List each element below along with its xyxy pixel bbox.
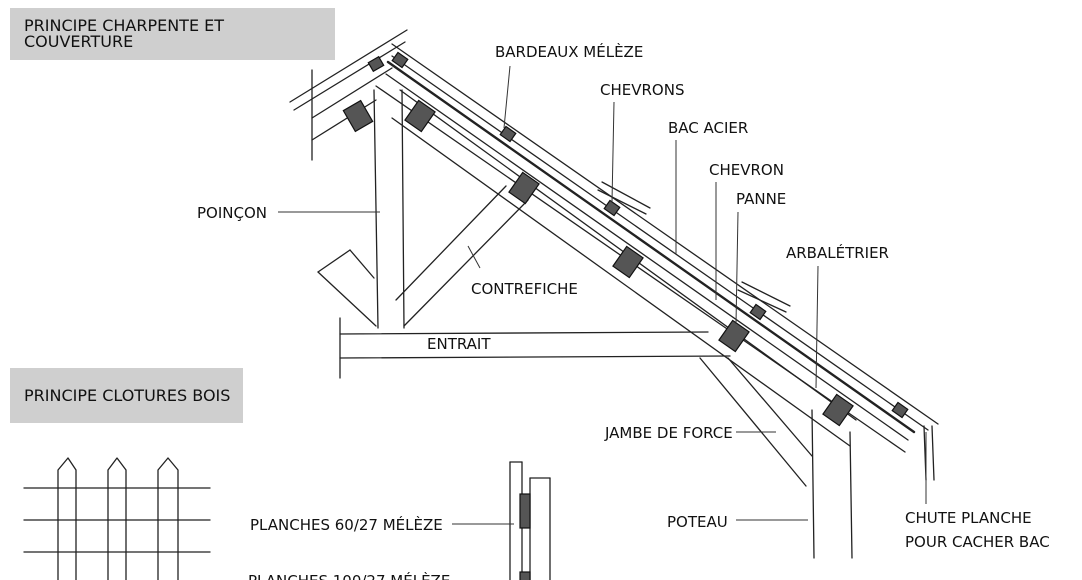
arbaletrier-bottom	[391, 117, 851, 447]
labels: BARDEAUX MÉLÈZE CHEVRONS BAC ACIER CHEVR…	[197, 42, 1050, 580]
roof-sketch	[289, 29, 939, 559]
poincon-left	[373, 89, 379, 329]
fence-picket	[107, 457, 127, 580]
fence-section-title: PRINCIPE CLOTURES BOIS	[10, 368, 243, 423]
cut-piece	[317, 249, 351, 273]
panne-block	[822, 393, 854, 427]
leader-contrefiche	[467, 245, 481, 269]
leader-arbaletrier	[815, 265, 819, 389]
leader-chevrons	[611, 101, 615, 203]
panne-block	[718, 319, 750, 353]
cut-piece	[317, 271, 377, 327]
contrefiche-right	[403, 199, 529, 327]
label-chute-line1: CHUTE PLANCHE	[905, 509, 1032, 527]
bac-acier-line	[386, 60, 916, 434]
label-jambe: JAMBE DE FORCE	[604, 424, 733, 442]
chevron-block	[499, 125, 517, 143]
entrait-top	[339, 331, 709, 335]
shingle-mark	[741, 281, 791, 307]
entrait-bottom	[339, 355, 731, 359]
label-entrait: ENTRAIT	[427, 335, 491, 353]
roof-outer-line	[391, 43, 939, 425]
fence-picket	[57, 457, 77, 580]
panne-block	[508, 171, 540, 205]
left-roof-edge	[289, 29, 408, 103]
fence-picket	[157, 457, 179, 580]
roof-section-title: PRINCIPE CHARPENTE ET COUVERTURE	[10, 8, 335, 60]
fence-rail-section	[519, 571, 531, 580]
label-panne: PANNE	[736, 190, 786, 208]
label-contrefiche: CONTREFICHE	[471, 280, 578, 298]
label-chevrons: CHEVRONS	[600, 81, 684, 99]
label-planches-100: PLANCHES 100/27 MÉLÈZE	[248, 571, 450, 580]
label-poincon: POINÇON	[197, 204, 267, 222]
rafter-top-line	[385, 73, 909, 441]
chevron-block	[603, 199, 621, 217]
poteau-right	[849, 431, 853, 559]
label-planches-60: PLANCHES 60/27 MÉLÈZE	[250, 515, 443, 534]
label-chevron: CHEVRON	[709, 161, 784, 179]
fence-sketch	[23, 457, 551, 580]
shingle-mark	[737, 289, 787, 313]
chevron-block	[749, 303, 767, 321]
label-arbaletrier: ARBALÉTRIER	[786, 243, 889, 262]
cut-piece	[349, 249, 375, 279]
fence-rail-section	[519, 493, 531, 529]
leader-panne	[735, 211, 739, 325]
label-chute-line2: POUR CACHER BAC	[905, 533, 1050, 551]
left-roof-edge	[311, 99, 377, 141]
label-bardeaux: BARDEAUX MÉLÈZE	[495, 42, 643, 61]
chevron-blocks	[367, 51, 909, 419]
poincon-right	[401, 89, 405, 329]
chevron-block	[891, 401, 909, 419]
fascia	[931, 425, 935, 481]
poteau-left	[811, 409, 815, 559]
leader-bardeaux	[503, 65, 511, 129]
shingle-mark	[597, 189, 647, 215]
chevron-block	[391, 51, 409, 69]
left-roof-edge	[311, 67, 393, 119]
panne-blocks	[342, 99, 854, 427]
panne-block	[612, 245, 644, 279]
panne-block	[404, 99, 436, 133]
roof-line-2	[391, 55, 929, 431]
jambe-right	[727, 357, 813, 457]
chevron-block	[367, 55, 385, 73]
jambe-left	[699, 357, 807, 487]
leader-lines	[278, 65, 927, 525]
rafter-bottom-line	[375, 85, 906, 453]
contrefiche-left	[395, 185, 507, 301]
panne-block	[342, 99, 374, 133]
shingle-mark	[601, 181, 651, 209]
label-poteau: POTEAU	[667, 513, 728, 531]
label-bac-acier: BAC ACIER	[668, 119, 748, 137]
